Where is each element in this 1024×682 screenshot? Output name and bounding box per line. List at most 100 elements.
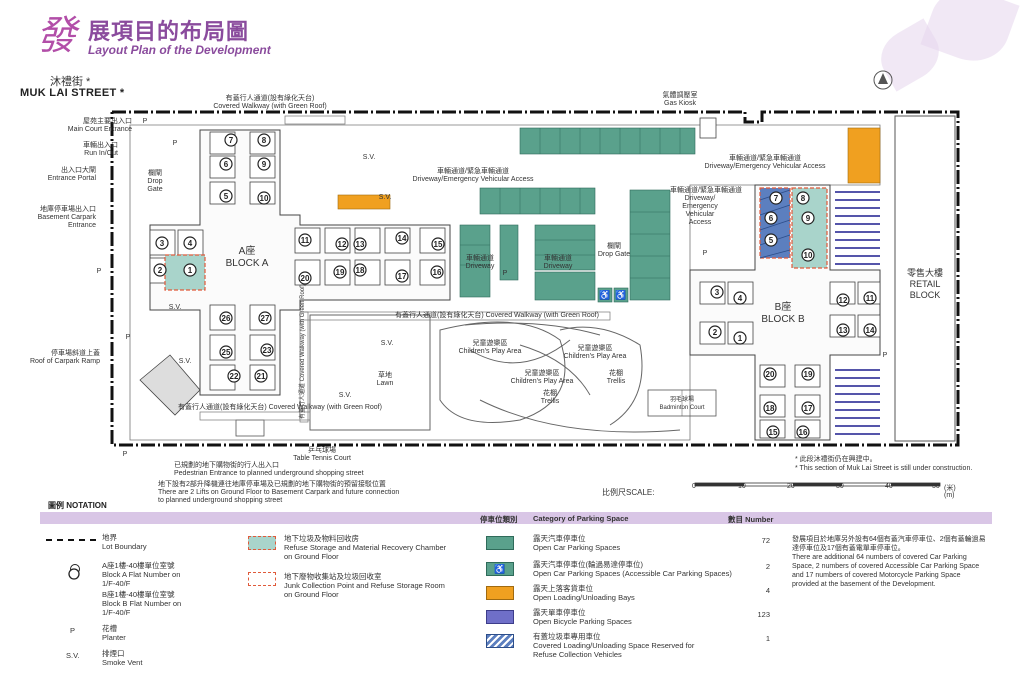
retail-block [894,115,956,442]
block-a-flat-number: 4 [188,239,193,248]
block-a-flat-number: 10 [260,194,269,203]
north-arrow [873,70,893,90]
count-bicycle-parking: 123 [757,610,770,619]
block-b-flat-number: 10 [804,251,813,260]
lot-boundary-icon [46,539,96,541]
count-loading-bay: 4 [765,586,770,595]
legend-col-category-en: Category of Parking Space [533,514,629,523]
smoke-vent-label: S.V. [168,304,182,311]
scale-tick: 10 [738,483,746,490]
block-a-flat-marker [335,237,349,251]
development-logo: 發 [36,13,76,59]
page-title: 展項目的布局圖 [88,19,250,44]
block-a-flat-marker [219,157,233,171]
block-a-flat-number: 5 [224,192,229,201]
refuse-storage-icon [248,536,276,550]
block-a-flat-number: 19 [336,268,345,277]
accessible-space [597,287,613,303]
junk-collection-icon [248,572,276,586]
block-a-flat-number: 25 [222,348,231,357]
driveway-outline [129,124,881,441]
refuse-vehicle-icon [486,634,514,648]
block-b-flat-marker [863,323,877,337]
block-b-flat-number: 1 [738,334,743,343]
block-b-flat-number: 18 [766,404,775,413]
smoke-vent-label: S.V. [338,392,352,399]
planter-marker: P [96,268,102,275]
open-car-parking [459,127,696,301]
block-b-flat-number: 11 [866,294,875,303]
block-b-flat-number: 9 [806,214,811,223]
block-a-flat-number: 22 [230,372,239,381]
wheelchair-icon: ♿ [599,289,610,300]
block-b-flat-number: 3 [715,288,720,297]
block-a-flat-marker [254,369,268,383]
block-b-outline [689,184,881,441]
page-subtitle: Layout Plan of the Development [88,43,271,57]
covered-walkway [299,311,309,423]
planter-marker: P [142,118,148,125]
block-a-flat-number: 13 [356,240,365,249]
legend-col-category-cn: 停車位類別 [480,515,518,524]
smoke-vent-label: S.V. [380,340,394,347]
notation-title: 圖例 NOTATION [48,501,107,510]
block-a-flat-number: 26 [222,314,231,323]
block-a-flat-number: 23 [263,346,272,355]
block-b-flat-marker [796,425,810,439]
carpark-ramp-roof [139,354,201,416]
block-a-flat-marker [333,265,347,279]
block-a-flat-number: 20 [301,274,310,283]
block-a-flat-number: 12 [338,240,347,249]
block-a-flat-marker [219,345,233,359]
block-a-flat-number: 6 [224,160,229,169]
garden-paths [309,314,681,433]
block-a-flat-marker [431,237,445,251]
planter-marker: P [125,334,131,341]
block-b-flat-marker [801,367,815,381]
open-car-parking-icon [486,536,514,550]
block-b-flat-number: 12 [839,296,848,305]
block-a-flat-marker [183,263,197,277]
legend-planter-symbol: P [70,626,76,635]
block-b-flat-marker [733,331,747,345]
smoke-vent-label: S.V. [362,154,376,161]
scale-tick: 40 [885,483,893,490]
block-b-flat-marker [836,293,850,307]
block-b-flat-marker [763,401,777,415]
block-b-flat-marker [863,291,877,305]
planter-marker: P [122,451,128,458]
block-b-flat-marker [733,291,747,305]
block-a-flat-marker [219,311,233,325]
block-a-flat-number: 11 [301,236,310,245]
covered-walkway [284,115,346,125]
smoke-vent-label: S.V. [178,358,192,365]
scale-bar [694,482,941,487]
covered-walkway-top-label: 有蓋行人通道(設有綠化天台)Covered Walkway (with Gree… [213,95,327,110]
block-b-flat-marker [801,211,815,225]
block-b-flat-number: 16 [799,428,808,437]
construction-note: * 此段沐禮街仍在興建中。* This section of Muk Lai S… [795,456,973,472]
block-b-flat-number: 14 [866,326,875,335]
block-a-flat-marker [395,269,409,283]
block-a-flat-marker [227,369,241,383]
